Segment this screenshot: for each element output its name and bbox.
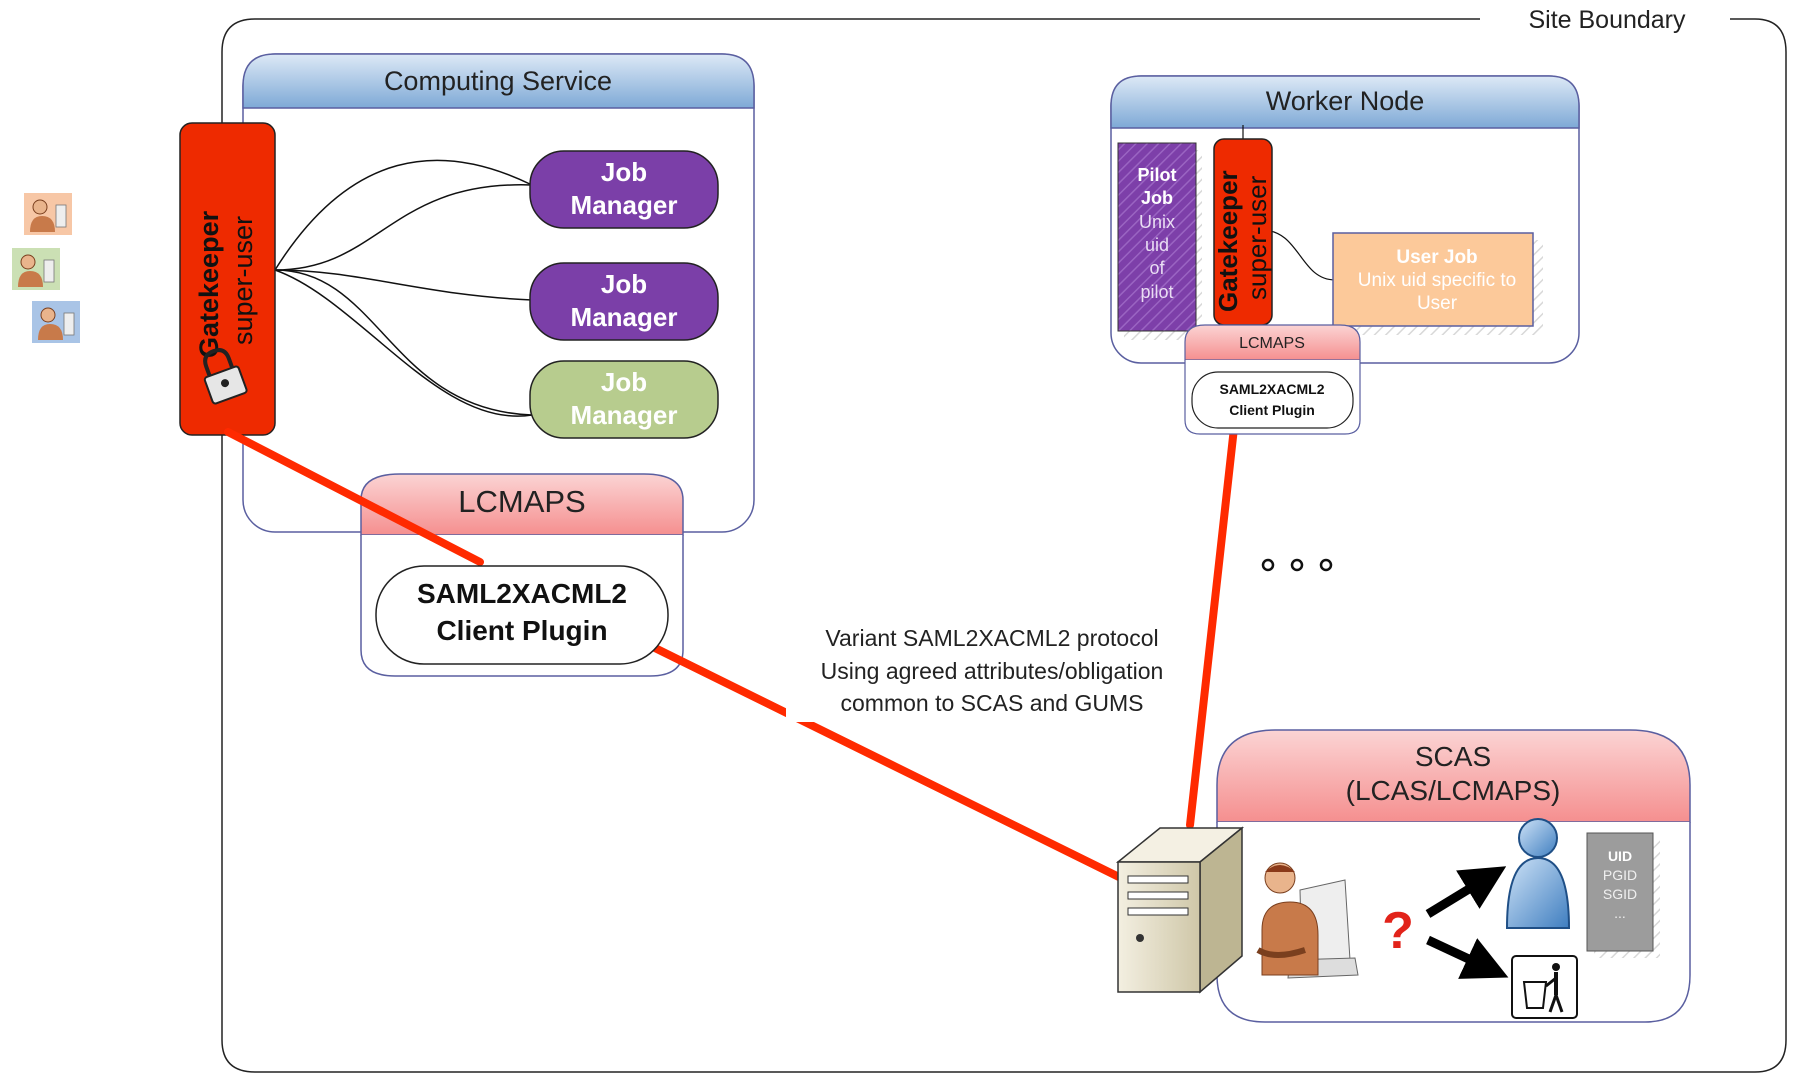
lcmaps-worker: LCMAPS SAML2XACML2 Client Plugin [1184, 324, 1361, 435]
avatar-green-icon [12, 248, 60, 290]
user-job: User Job Unix uid specific to User [1332, 232, 1543, 335]
avatar-blue-icon [32, 301, 80, 343]
protocol-description: Variant SAML2XACML2 protocol Using agree… [786, 622, 1196, 722]
attribute-pgid: PGID [1603, 867, 1637, 883]
job-manager-2: Job Manager [529, 262, 719, 341]
job-manager-3: Job Manager [529, 360, 719, 439]
job-manager-1-line2: Manager [571, 190, 678, 220]
job-manager-3-line2: Manager [571, 400, 678, 430]
worker-node-title: Worker Node [1266, 86, 1425, 116]
client-plugin-worker-line1: SAML2XACML2 [1219, 381, 1324, 397]
job-manager-2-line1: Job [601, 269, 647, 299]
lcmaps-worker-title: LCMAPS [1239, 335, 1305, 352]
scas-subtitle: (LCAS/LCMAPS) [1346, 775, 1561, 806]
pilot-job-line1: Pilot [1138, 165, 1177, 185]
gatekeeper-main-label: Gatekeeper [194, 210, 224, 358]
server-icon [1115, 826, 1245, 994]
job-manager-3-line1: Job [601, 367, 647, 397]
gatekeeper-worker-role: super-user [1242, 175, 1272, 300]
protocol-line2: Using agreed attributes/obligation [821, 658, 1164, 684]
user-icon [1505, 818, 1571, 929]
job-manager-links [274, 159, 533, 417]
client-plugin-main-line2: Client Plugin [436, 615, 607, 646]
pilot-job-line2: Job [1141, 188, 1173, 208]
pilot-job-line5: of [1149, 258, 1165, 278]
red-connectors [224, 424, 1238, 884]
decision-question-mark: ? [1382, 902, 1414, 960]
client-plugin-main: SAML2XACML2 Client Plugin [375, 565, 669, 665]
scas-title: SCAS [1415, 741, 1491, 772]
administrator-icon [1256, 862, 1359, 979]
more-nodes-ellipsis [1261, 558, 1333, 572]
job-manager-2-line2: Manager [571, 302, 678, 332]
left-avatar-icons [12, 193, 80, 343]
pilot-job-line3: Unix [1139, 212, 1175, 232]
client-plugin-main-line1: SAML2XACML2 [417, 578, 627, 609]
computing-service-title: Computing Service [384, 66, 612, 96]
padlock-icon [203, 348, 248, 405]
decision-arrows [1425, 866, 1509, 979]
attribute-sgid: SGID [1603, 886, 1637, 902]
pilot-job-line4: uid [1145, 235, 1169, 255]
pilot-job: Pilot Job Unix uid of pilot [1117, 142, 1202, 340]
gatekeeper-worker: Gatekeeper super-user [1213, 138, 1273, 326]
job-manager-1-line1: Job [601, 157, 647, 187]
site-boundary-label: Site Boundary [1528, 6, 1686, 34]
protocol-line1: Variant SAML2XACML2 protocol [825, 625, 1158, 651]
user-job-line3: User [1417, 293, 1458, 314]
gatekeeper-main: Gatekeeper super-user [179, 122, 276, 436]
job-manager-1: Job Manager [529, 150, 719, 229]
user-job-line2: Unix uid specific to [1358, 270, 1516, 291]
worker-node-links [1242, 125, 1336, 281]
gatekeeper-main-role: super-user [228, 216, 258, 345]
attributes-box: UID PGID SGID ... [1586, 832, 1660, 958]
attribute-uid: UID [1608, 848, 1632, 864]
attribute-more: ... [1614, 905, 1626, 921]
trash-icon [1511, 955, 1578, 1019]
site-boundary: Site Boundary [221, 6, 1787, 1073]
client-plugin-worker-line2: Client Plugin [1229, 402, 1315, 418]
gatekeeper-worker-label: Gatekeeper [1213, 170, 1243, 312]
avatar-orange-icon [24, 193, 72, 235]
user-job-title: User Job [1396, 247, 1477, 268]
lcmaps-main-title: LCMAPS [458, 484, 585, 519]
protocol-line3: common to SCAS and GUMS [841, 690, 1144, 716]
pilot-job-line6: pilot [1140, 282, 1173, 302]
